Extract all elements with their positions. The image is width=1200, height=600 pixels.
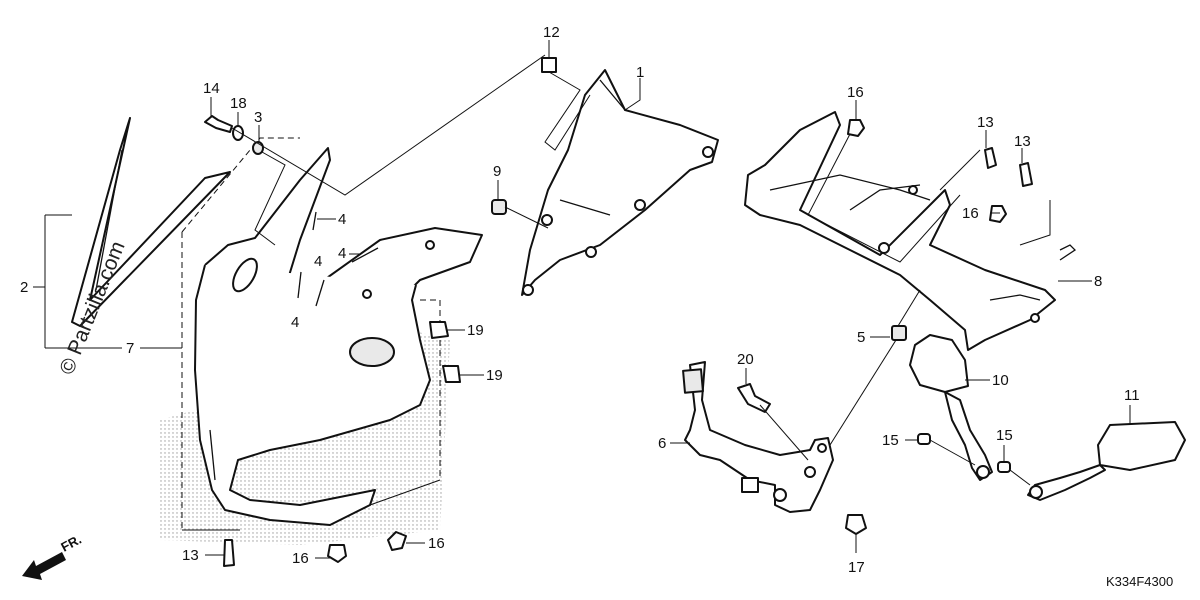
leader-lines: [33, 40, 1131, 559]
mirror-right: [1027, 421, 1186, 501]
pin-4-a: [312, 211, 317, 231]
callout-19-b: 19: [486, 367, 503, 384]
mirror-left: [909, 334, 993, 481]
pin-13-a: [984, 147, 997, 169]
callouts: 12 1 14 18 3 9 16 13 13 16 8 2 7 4 4 4 4…: [20, 24, 1140, 576]
callout-15-a: 15: [882, 432, 899, 449]
clip-19-a: [429, 321, 449, 339]
windscreen: [521, 69, 719, 296]
callout-13-c: 13: [182, 547, 199, 564]
callout-11: 11: [1124, 387, 1140, 404]
callout-4-b: 4: [338, 245, 346, 262]
front-direction-arrow: FR.: [22, 532, 84, 580]
diagram-code: K334F4300: [1106, 574, 1173, 589]
grommet-5: [891, 325, 907, 341]
callout-19-a: 19: [467, 322, 484, 339]
grommet-12: [541, 57, 557, 73]
callout-5: 5: [857, 329, 865, 346]
callout-4-d: 4: [291, 314, 299, 331]
callout-13-b: 13: [1014, 133, 1031, 150]
nut-16-bottom: [327, 544, 347, 563]
cowl-bracket: [682, 361, 834, 513]
screw-14: [204, 115, 233, 133]
nut-17: [845, 514, 867, 535]
inner-cowl: [744, 111, 1077, 351]
callout-4-a: 4: [338, 211, 346, 228]
hardware-group: [204, 57, 1033, 567]
screw-16-bottom: [387, 531, 407, 551]
callout-16-top: 16: [847, 84, 864, 101]
callout-2: 2: [20, 279, 28, 296]
callout-10: 10: [992, 372, 1009, 389]
callout-4-c: 4: [314, 253, 322, 270]
bolt-20: [737, 383, 771, 413]
callout-6: 6: [658, 435, 666, 452]
direction-label: FR.: [58, 532, 84, 555]
clip-19-b: [442, 365, 461, 383]
callout-13-a: 13: [977, 114, 994, 131]
upper-cowl: [194, 147, 483, 526]
pin-4-d: [297, 271, 302, 299]
callout-8: 8: [1094, 273, 1102, 290]
screw-15-b: [997, 461, 1011, 473]
callout-16-c: 16: [292, 550, 309, 567]
callout-15-b: 15: [996, 427, 1013, 444]
callout-16-mid: 16: [962, 205, 979, 222]
callout-12: 12: [543, 24, 560, 41]
callout-7: 7: [126, 340, 134, 357]
callout-3: 3: [254, 109, 262, 126]
nut-16-top: [847, 119, 865, 137]
washer-18: [232, 125, 244, 141]
pin-13-c: [223, 539, 235, 567]
pin-4-b: [351, 247, 379, 263]
nut-9: [491, 199, 507, 215]
callout-1: 1: [636, 64, 644, 81]
callout-9: 9: [493, 163, 501, 180]
callout-20: 20: [737, 351, 754, 368]
callout-18: 18: [230, 95, 247, 112]
stripe-decal: [71, 117, 231, 327]
nut-16-mid: [989, 205, 1007, 223]
pin-4-c: [315, 279, 325, 307]
pin-13-b: [1019, 162, 1033, 187]
callout-16-d: 16: [428, 535, 445, 552]
screw-15-a: [917, 433, 931, 445]
callout-17: 17: [848, 559, 865, 576]
callout-14: 14: [203, 80, 220, 97]
